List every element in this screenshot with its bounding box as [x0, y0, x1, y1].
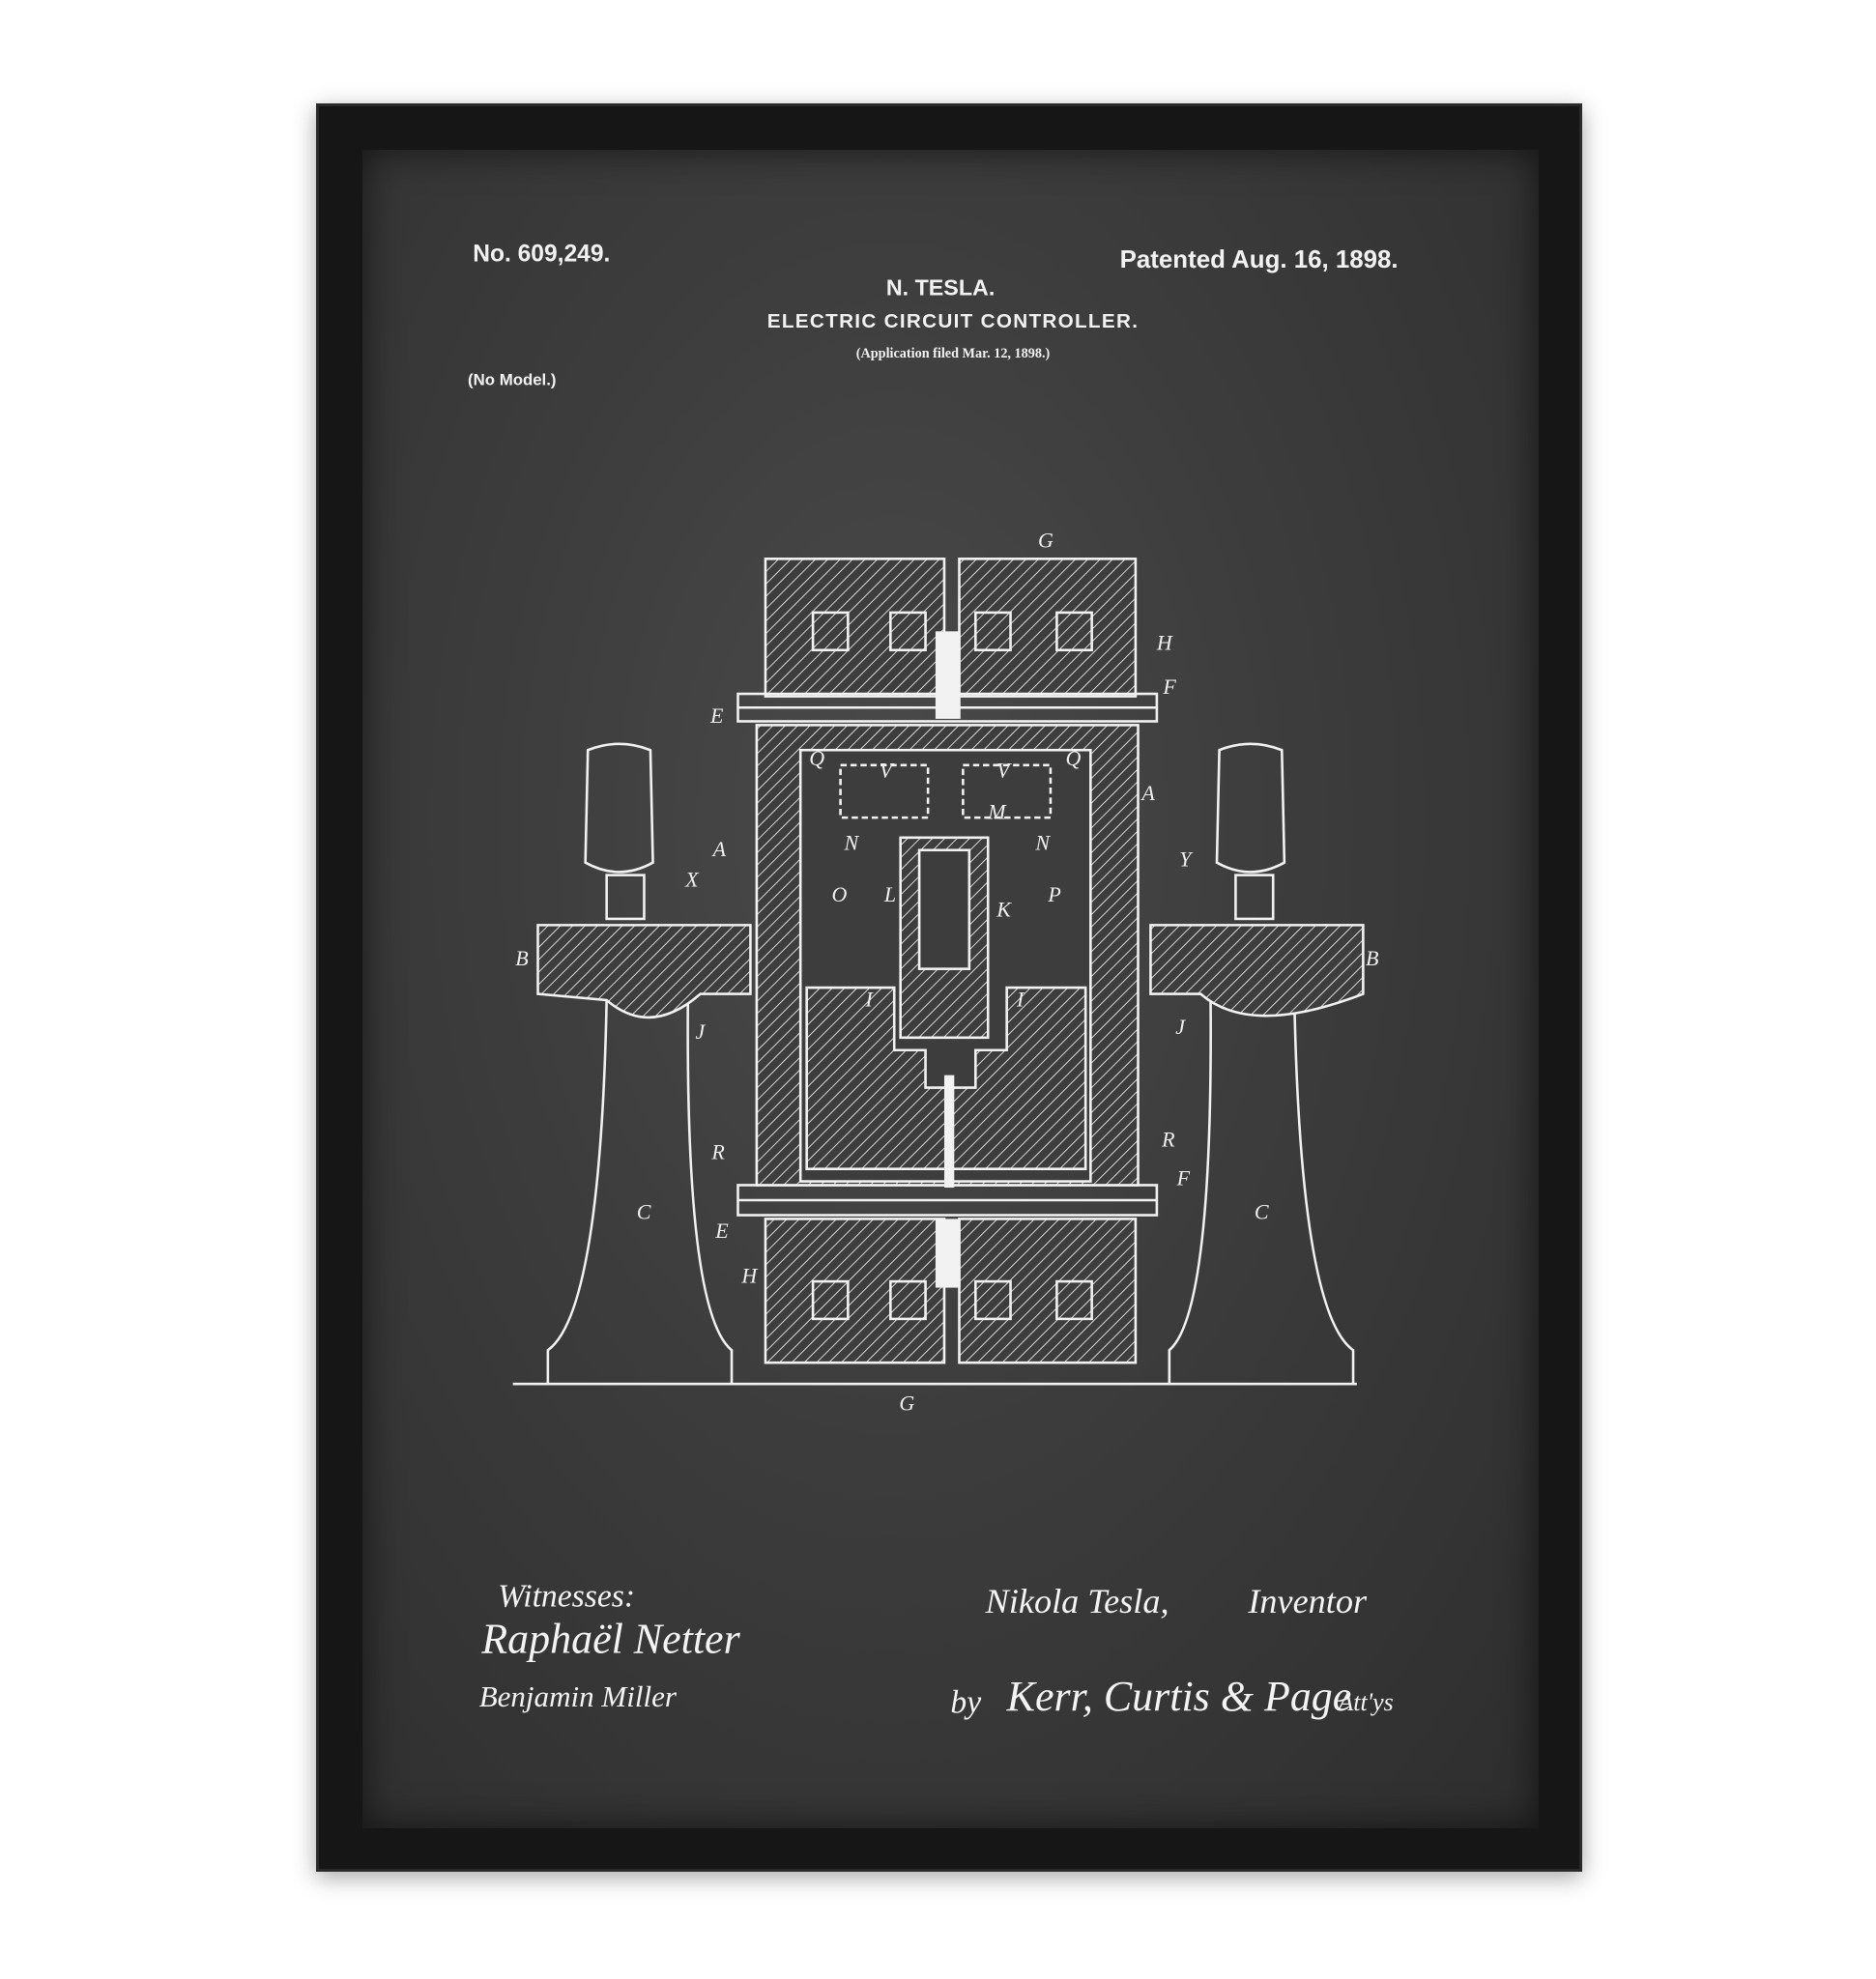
label-h-bottom: H — [740, 1263, 758, 1287]
no-model-note: (No Model.) — [468, 370, 556, 388]
attorneys-suffix: Att'ys — [1336, 1688, 1393, 1716]
label-c-left: C — [637, 1199, 651, 1223]
label-p: P — [1047, 882, 1060, 906]
label-a-left: A — [711, 837, 727, 861]
label-r-left: R — [710, 1139, 725, 1163]
inventor-role: Inventor — [1247, 1582, 1368, 1620]
label-a-right: A — [1140, 781, 1155, 805]
attorneys-signature: Kerr, Curtis & Page — [1006, 1673, 1352, 1720]
label-n-right: N — [1034, 831, 1051, 855]
label-n-left: N — [843, 831, 859, 855]
patent-number: No. 609,249. — [473, 241, 610, 267]
label-l: L — [883, 882, 896, 906]
inventor-signature: Nikola Tesla, — [985, 1582, 1169, 1620]
label-r-right: R — [1161, 1127, 1175, 1151]
witnesses-label: Witnesses: — [498, 1578, 635, 1614]
label-m: M — [987, 799, 1007, 823]
signature-block: Witnesses: Raphaël Netter Benjamin Mille… — [479, 1578, 1394, 1720]
label-f-top: F — [1162, 674, 1176, 699]
label-b-left: B — [515, 946, 528, 970]
bottom-coil-assembly — [765, 1219, 1136, 1362]
label-y: Y — [1179, 847, 1194, 872]
label-g-top: G — [1038, 529, 1053, 553]
label-c-right: C — [1255, 1199, 1269, 1223]
label-g-bottom: G — [899, 1391, 914, 1415]
label-x: X — [684, 867, 700, 891]
label-e-bottom: E — [714, 1219, 729, 1243]
patent-title: ELECTRIC CIRCUIT CONTROLLER. — [767, 310, 1139, 332]
label-f-bottom: F — [1176, 1165, 1191, 1190]
label-h-top: H — [1156, 631, 1173, 655]
label-o: O — [832, 882, 848, 906]
witness-signature-1: Raphaël Netter — [480, 1615, 740, 1662]
right-pedestal — [1150, 744, 1363, 1384]
patent-date: Patented Aug. 16, 1898. — [1120, 246, 1399, 273]
label-q-left: Q — [809, 746, 824, 770]
application-date: (Application filed Mar. 12, 1898.) — [856, 346, 1051, 361]
label-j-left: J — [696, 1019, 707, 1044]
attorneys-prefix: by — [950, 1684, 981, 1720]
label-j-right: J — [1175, 1015, 1186, 1039]
label-q-right: Q — [1065, 746, 1081, 770]
label-k: K — [996, 897, 1012, 921]
label-e-top: E — [709, 703, 724, 728]
main-body — [757, 725, 1139, 1188]
witness-signature-2: Benjamin Miller — [479, 1679, 678, 1713]
inventor-header: N. TESLA. — [886, 274, 995, 300]
label-b-right: B — [1366, 946, 1378, 970]
